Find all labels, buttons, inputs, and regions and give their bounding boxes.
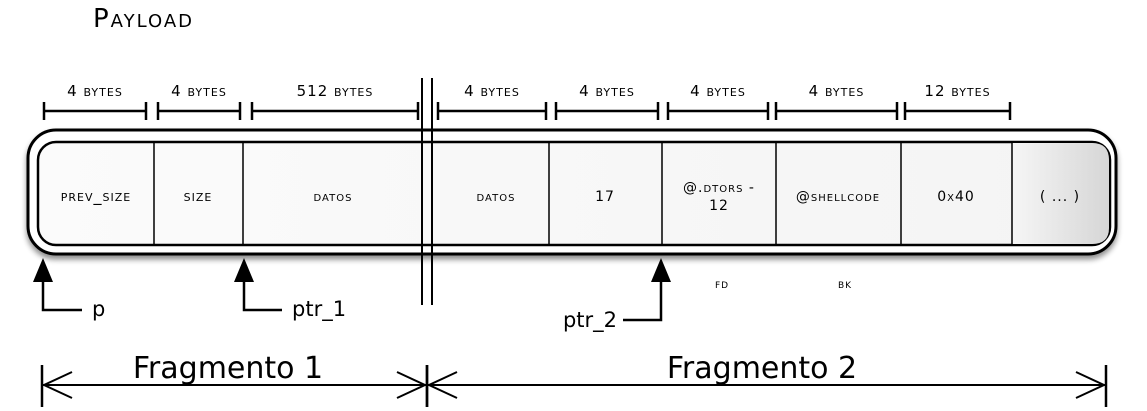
- size-label: 4 bytes: [579, 82, 635, 100]
- fragment-label: Fragmento 1: [133, 351, 323, 386]
- size-bracket: [42, 102, 148, 120]
- cell-label: 17: [595, 189, 615, 205]
- pointer-label: p: [92, 297, 105, 321]
- field-label: bk: [838, 277, 852, 292]
- field-labels: fd bk: [715, 277, 852, 292]
- break-marker: [421, 78, 433, 305]
- pointer-arrow: ptr_1: [234, 258, 346, 322]
- size-bracket: [666, 102, 770, 120]
- diagram-title: Payload: [93, 4, 195, 34]
- size-brackets: [42, 102, 1012, 120]
- size-bracket: [903, 102, 1012, 120]
- cell-label: 0x40: [937, 189, 975, 205]
- size-label: 512 bytes: [297, 82, 374, 100]
- cell-label: @.dtors -12: [683, 180, 755, 214]
- fragment-range: Fragmento 2: [425, 351, 1108, 407]
- size-label: 12 bytes: [924, 82, 990, 100]
- pointer-arrow: p: [33, 258, 105, 321]
- size-label: 4 bytes: [690, 82, 746, 100]
- cell-labels: prev_size size datos datos 17 @.dtors -12 @she…: [61, 180, 1080, 214]
- field-label: fd: [715, 277, 729, 292]
- cell-label: datos: [477, 189, 516, 205]
- size-bracket: [774, 102, 899, 120]
- size-label: 4 bytes: [809, 82, 865, 100]
- cell-label: prev_size: [61, 186, 131, 206]
- cell-label: @shellcode: [796, 189, 880, 205]
- fragment-range: Fragmento 1: [40, 351, 429, 407]
- pointers: p ptr_1 ptr_2: [33, 258, 671, 333]
- cell-dividers: [153, 143, 1013, 244]
- size-label: 4 bytes: [464, 82, 520, 100]
- pointer-label: ptr_2: [563, 308, 617, 333]
- cell-label: datos: [314, 189, 353, 205]
- size-bracket: [156, 102, 242, 120]
- fragment-label: Fragmento 2: [667, 351, 857, 386]
- payload-inner-bar: [36, 140, 1112, 247]
- size-bracket: [436, 102, 548, 120]
- size-label: 4 bytes: [171, 82, 227, 100]
- cell-label: ( ... ): [1040, 189, 1080, 205]
- pointer-label: ptr_1: [292, 297, 346, 322]
- pointer-arrow: ptr_2: [563, 258, 671, 333]
- size-label: 4 bytes: [67, 82, 123, 100]
- size-bracket: [250, 102, 420, 120]
- size-bracket: [554, 102, 660, 120]
- last-cell-shade: [1012, 143, 1109, 244]
- cell-label: size: [184, 186, 213, 205]
- fragment-ranges: Fragmento 1 Fragmento 2: [40, 351, 1108, 407]
- size-labels: 4 bytes 4 bytes 512 bytes 4 bytes 4 bytes 4 b…: [67, 82, 990, 100]
